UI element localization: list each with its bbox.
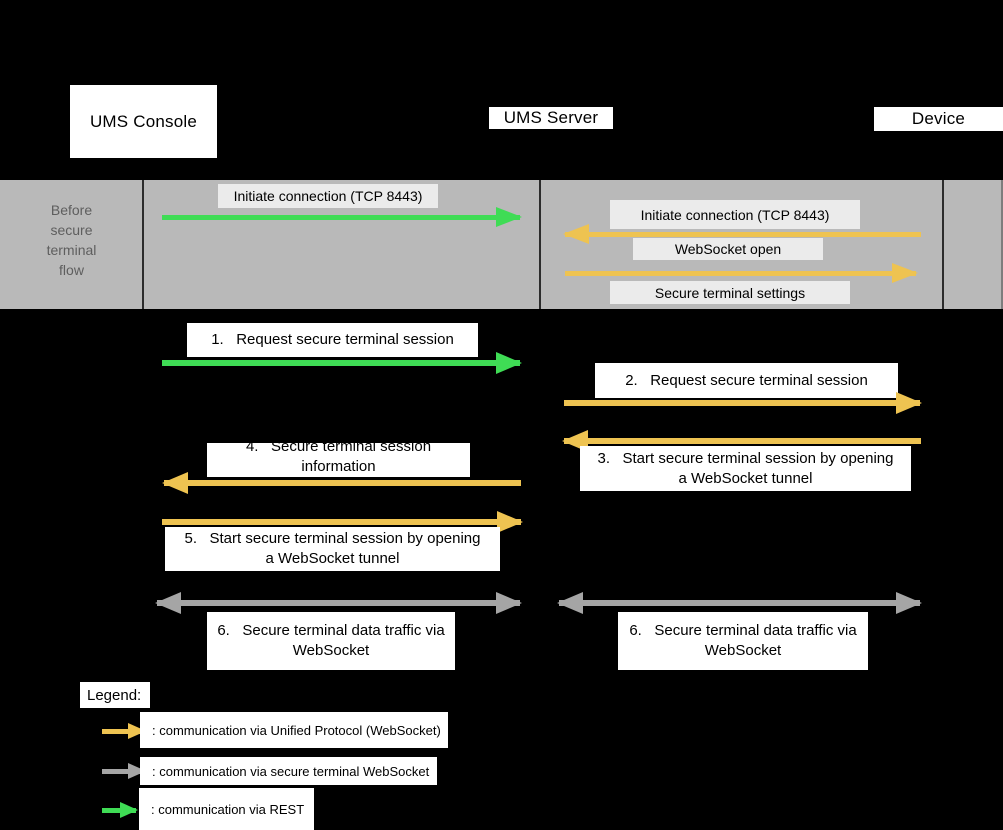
msg-initiate-connection-console: Initiate connection (TCP 8443) [218, 184, 438, 208]
arrow-step-5-unified [160, 510, 523, 534]
arrow-initiate-console-rest [160, 205, 522, 229]
arrow-step-4-unified [162, 471, 523, 495]
arrow-step-2-unified [562, 391, 922, 415]
actor-device: Device [874, 107, 1003, 131]
msg-step-2: 2. Request secure terminal session [595, 363, 898, 398]
pre-flow-title: Before secure terminal flow [46, 202, 97, 278]
msg-step-4: 4. Secure terminal session information [207, 443, 470, 477]
legend-label-unified: : communication via Unified Protocol (We… [140, 712, 448, 748]
msg-step-5: 5. Start secure terminal session by open… [165, 527, 500, 571]
arrow-step-6-right-secure [557, 591, 922, 615]
arrow-initiate-device-unified [563, 222, 923, 246]
msg-websocket-open: WebSocket open [633, 238, 823, 260]
actor-ums-server: UMS Server [489, 107, 613, 129]
actor-device-label: Device [911, 109, 966, 128]
actor-ums-server-label: UMS Server [503, 108, 599, 127]
msg-secure-terminal-settings: Secure terminal settings [610, 281, 850, 304]
actor-ums-console-label: UMS Console [89, 111, 198, 131]
lifeline-ums-console [142, 180, 144, 309]
msg-initiate-connection-device: Initiate connection (TCP 8443) [610, 200, 860, 229]
legend-label-rest: : communication via REST [139, 788, 314, 830]
lifeline-device [942, 180, 944, 309]
msg-step-6-left: 6. Secure terminal data traffic via WebS… [207, 612, 455, 670]
legend-rest-arrow-icon [100, 802, 138, 818]
legend-label-secure-ws: : communication via secure terminal WebS… [140, 757, 437, 785]
pre-flow-band: Before secure terminal flow Initiate con… [0, 180, 1003, 309]
msg-step-3: 3. Start secure terminal session by open… [580, 446, 911, 491]
arrow-step-1-rest [160, 351, 522, 375]
msg-step-6-right: 6. Secure terminal data traffic via WebS… [618, 612, 868, 670]
actor-ums-console: UMS Console [70, 85, 217, 158]
lifeline-ums-server [539, 180, 541, 309]
arrow-websocket-open-unified [563, 261, 918, 285]
arrow-step-6-left-secure [155, 591, 522, 615]
legend-title: Legend: [80, 682, 150, 708]
msg-step-1: 1. Request secure terminal session [187, 323, 478, 357]
